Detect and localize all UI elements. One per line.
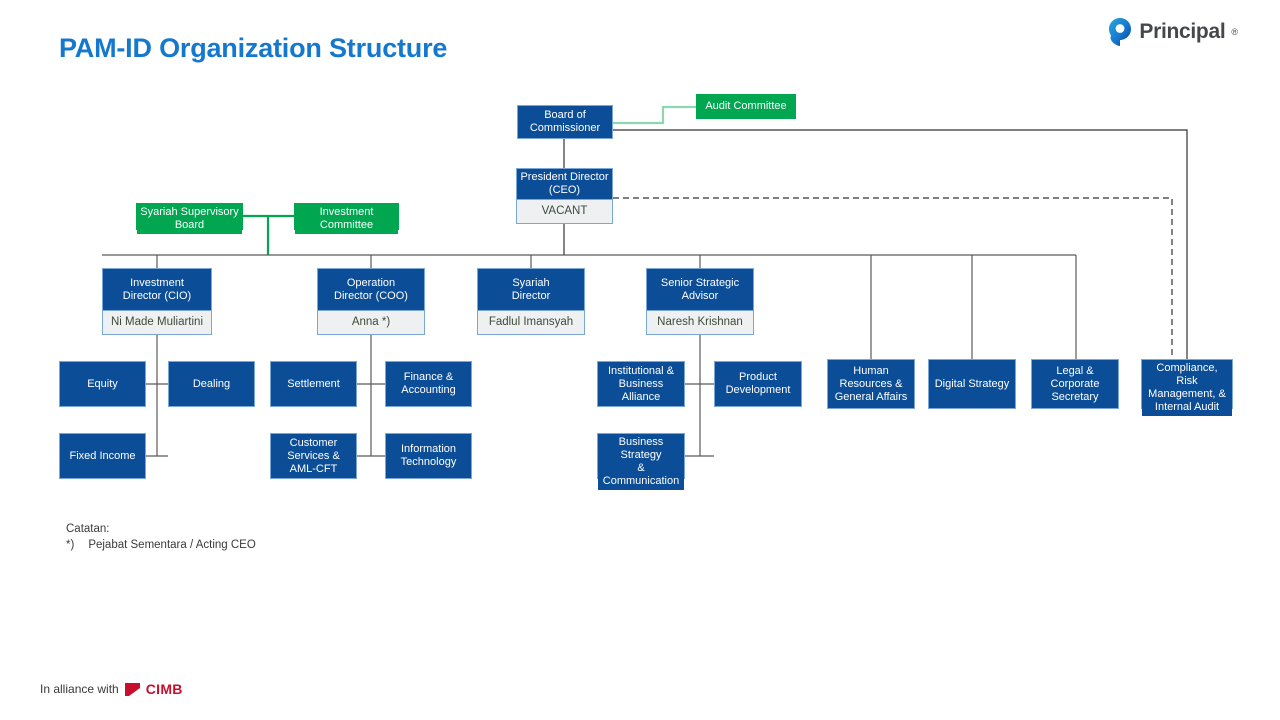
node-person: VACANT bbox=[517, 199, 612, 223]
principal-p-icon bbox=[1109, 18, 1132, 46]
node-person: Anna *) bbox=[318, 310, 424, 334]
node-title: Settlement bbox=[271, 362, 356, 406]
principal-logo: Principal ® bbox=[1107, 17, 1238, 47]
cimb-logo-text: CIMB bbox=[145, 681, 183, 697]
node-person: Fadlul Imansyah bbox=[478, 310, 584, 334]
principal-logo-text: Principal bbox=[1139, 20, 1226, 43]
node-person: Naresh Krishnan bbox=[647, 310, 753, 334]
node-finance-accounting[interactable]: Finance &Accounting bbox=[385, 361, 472, 407]
alliance-mark: In alliance with CIMB bbox=[40, 681, 183, 697]
node-person: Ni Made Muliartini bbox=[103, 310, 211, 334]
node-dealing[interactable]: Dealing bbox=[168, 361, 255, 407]
node-title: President Director(CEO) bbox=[517, 169, 612, 199]
footnote-heading: Catatan: bbox=[66, 523, 110, 535]
node-title: Fixed Income bbox=[60, 434, 145, 478]
node-title: Audit Committee bbox=[697, 95, 795, 118]
footnote-text: Pejabat Sementara / Acting CEO bbox=[88, 539, 256, 551]
node-title: Finance &Accounting bbox=[386, 362, 471, 406]
node-institutional-business-alliance[interactable]: Institutional &Business Alliance bbox=[597, 361, 685, 407]
cimb-logo-icon bbox=[124, 682, 140, 696]
node-audit-committee[interactable]: Audit Committee bbox=[696, 94, 796, 119]
node-title: Equity bbox=[60, 362, 145, 406]
node-equity[interactable]: Equity bbox=[59, 361, 146, 407]
node-fixed-income[interactable]: Fixed Income bbox=[59, 433, 146, 479]
node-title: Dealing bbox=[169, 362, 254, 406]
node-title: Digital Strategy bbox=[929, 360, 1015, 408]
node-digital-strategy[interactable]: Digital Strategy bbox=[928, 359, 1016, 409]
node-title: Institutional &Business Alliance bbox=[598, 362, 684, 406]
footnote-marker: *) bbox=[66, 539, 75, 551]
footnote: Catatan: *) Pejabat Sementara / Acting C… bbox=[66, 521, 256, 553]
alliance-prefix: In alliance with bbox=[40, 682, 119, 696]
node-title: Business Strategy& Communication bbox=[598, 434, 684, 490]
node-president-director-ceo[interactable]: President Director(CEO) VACANT bbox=[516, 168, 613, 224]
node-settlement[interactable]: Settlement bbox=[270, 361, 357, 407]
registered-mark: ® bbox=[1231, 27, 1238, 37]
node-business-strategy-communication[interactable]: Business Strategy& Communication bbox=[597, 433, 685, 490]
page-title: PAM-ID Organization Structure bbox=[59, 33, 448, 63]
